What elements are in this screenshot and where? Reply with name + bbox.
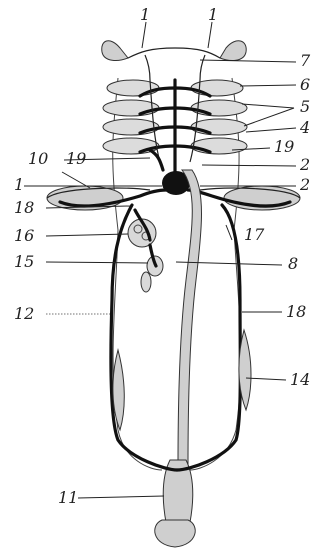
label-11: 11 xyxy=(58,488,78,507)
label-1-left: 1 xyxy=(14,175,24,194)
label-2-upper: 2 xyxy=(299,155,310,174)
label-19-left: 19 xyxy=(66,149,86,168)
label-8: 8 xyxy=(288,254,298,273)
label-12: 12 xyxy=(14,304,34,323)
organ-15 xyxy=(141,256,163,292)
label-2-lower: 2 xyxy=(299,175,310,194)
label-10: 10 xyxy=(28,149,48,168)
label-14: 14 xyxy=(290,370,310,389)
main-circuit xyxy=(111,205,240,470)
label-6: 6 xyxy=(300,75,310,94)
label-18-right: 18 xyxy=(286,302,306,321)
labels: 1 1 7 6 5 4 19 2 10 19 1 2 18 16 17 15 8… xyxy=(14,5,311,507)
label-5: 5 xyxy=(300,97,310,116)
body-contour xyxy=(113,78,241,470)
label-15: 15 xyxy=(14,252,34,271)
label-19-right: 19 xyxy=(274,137,294,156)
label-7: 7 xyxy=(300,51,311,70)
label-16: 16 xyxy=(14,226,34,245)
label-18-left: 18 xyxy=(14,198,34,217)
label-17: 17 xyxy=(244,225,265,244)
intestinal-tube xyxy=(155,170,202,547)
label-4: 4 xyxy=(299,118,310,137)
label-1-top-left: 1 xyxy=(140,5,150,24)
label-1-top-right: 1 xyxy=(208,5,218,24)
